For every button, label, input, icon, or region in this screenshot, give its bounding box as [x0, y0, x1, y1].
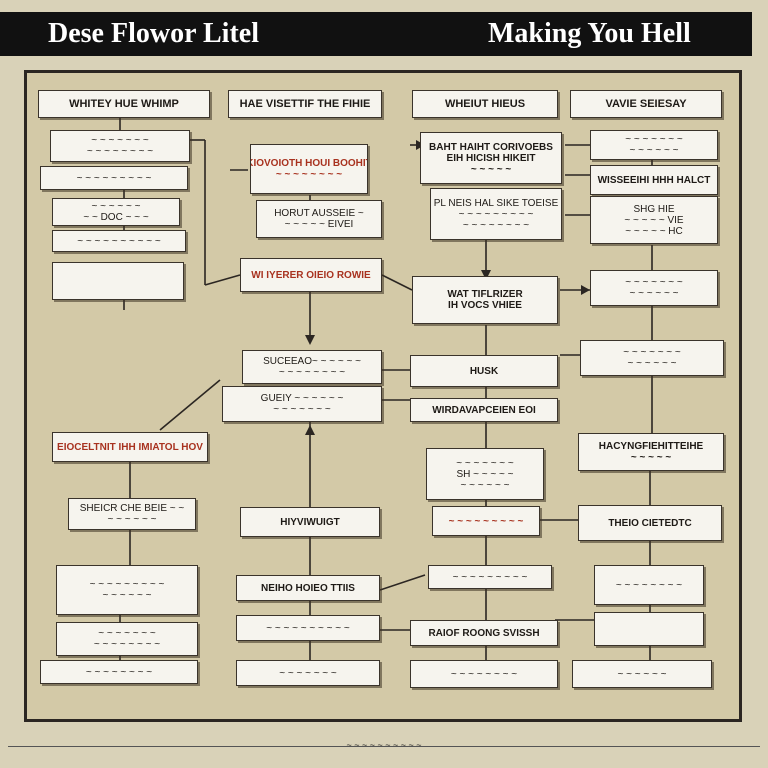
- flow-box: PL NEIS HAL SIKE TOEISE~ ~ ~ ~ ~ ~ ~ ~ ~…: [430, 188, 562, 240]
- flow-box: ~ ~ ~ ~ ~ ~ ~ ~: [594, 565, 704, 605]
- flow-box: ~ ~ ~ ~ ~ ~ ~~ ~ ~ ~ ~ ~: [590, 270, 718, 306]
- flow-box: ~ ~ ~ ~ ~ ~~ ~ DOC ~ ~ ~: [52, 198, 180, 226]
- flow-box: ~ ~ ~ ~ ~ ~ ~: [236, 660, 380, 686]
- flow-box: ~ ~ ~ ~ ~ ~ ~ ~ ~: [40, 166, 188, 190]
- flow-box: SHEICR CHE BEIE ~ ~~ ~ ~ ~ ~ ~: [68, 498, 196, 530]
- title-bar: Dese Flowor Litel Making You Hell: [0, 12, 752, 56]
- column-header-1: WHITEY HUE WHIMP: [38, 90, 210, 118]
- flow-box: ~ ~ ~ ~ ~ ~ ~ ~: [40, 660, 198, 684]
- flow-box: ~ ~ ~ ~ ~ ~ ~~ ~ ~ ~ ~ ~ ~ ~: [56, 622, 198, 656]
- footer-divider: [8, 746, 760, 747]
- flow-box: HUSK: [410, 355, 558, 387]
- flow-box: HORUT AUSSEIE ~~ ~ ~ ~ ~ EIVEI: [256, 200, 382, 238]
- column-header-2: HAE VISETTIF THE FIHIE: [228, 90, 382, 118]
- flow-box: WISSEEIHI HHH HALCT: [590, 165, 718, 195]
- flow-box: NEIHO HOIEO TTIIS: [236, 575, 380, 601]
- flow-box: HIYVIWUIGT: [240, 507, 380, 537]
- highlight-box: WI IYERER OIEIO ROWIE: [240, 258, 382, 292]
- flow-box: THEIO CIETEDTC: [578, 505, 722, 541]
- flow-box: ~ ~ ~ ~ ~ ~ ~~ ~ ~ ~ ~ ~ ~ ~: [50, 130, 190, 162]
- flow-box: ~ ~ ~ ~ ~ ~ ~~ ~ ~ ~ ~ ~: [580, 340, 724, 376]
- flow-box: SHG HIE~ ~ ~ ~ ~ VIE~ ~ ~ ~ ~ HC: [590, 196, 718, 244]
- flow-box: ~ ~ ~ ~ ~ ~ ~SH ~ ~ ~ ~ ~~ ~ ~ ~ ~ ~: [426, 448, 544, 500]
- highlight-box: KIOVOIOTH HOUI BOOHIT~ ~ ~ ~ ~ ~ ~ ~: [250, 144, 368, 194]
- right-title: Making You Hell: [488, 18, 691, 49]
- flow-box: ~ ~ ~ ~ ~ ~ ~ ~ ~ ~: [52, 230, 186, 252]
- flow-box: ~ ~ ~ ~ ~ ~ ~ ~ ~: [428, 565, 552, 589]
- flow-box: [52, 262, 184, 300]
- column-header-4: VAVIE SEIESAY: [570, 90, 722, 118]
- flow-box: ~ ~ ~ ~ ~ ~: [572, 660, 712, 688]
- flow-box: ~ ~ ~ ~ ~ ~ ~ ~: [410, 660, 558, 688]
- left-title: Dese Flowor Litel: [48, 18, 259, 49]
- highlight-box: EIOCELTNIT IHH IMIATOL HOV: [52, 432, 208, 462]
- highlight-box: ~ ~ ~ ~ ~ ~ ~ ~ ~: [432, 506, 540, 536]
- flow-box: GUEIY ~ ~ ~ ~ ~ ~~ ~ ~ ~ ~ ~ ~: [222, 386, 382, 422]
- flow-box: ~ ~ ~ ~ ~ ~ ~~ ~ ~ ~ ~ ~: [590, 130, 718, 160]
- column-header-3: WHEIUT HIEUS: [412, 90, 558, 118]
- footer: ~ ~ ~ ~ ~ ~ ~ ~ ~ ~: [0, 732, 768, 762]
- flow-box: HACYNGFIEHITTEIHE~ ~ ~ ~ ~: [578, 433, 724, 471]
- flow-box: SUCEEAO~ ~ ~ ~ ~ ~~ ~ ~ ~ ~ ~ ~ ~: [242, 350, 382, 384]
- footer-text: ~ ~ ~ ~ ~ ~ ~ ~ ~ ~: [346, 740, 422, 750]
- flow-box: WIRDAVAPCEIEN EOI: [410, 398, 558, 422]
- flow-box: RAIOF ROONG SVISSH: [410, 620, 558, 646]
- flow-box: ~ ~ ~ ~ ~ ~ ~ ~ ~ ~: [236, 615, 380, 641]
- flow-box: ~ ~ ~ ~ ~ ~ ~ ~ ~~ ~ ~ ~ ~ ~: [56, 565, 198, 615]
- flow-box: [594, 612, 704, 646]
